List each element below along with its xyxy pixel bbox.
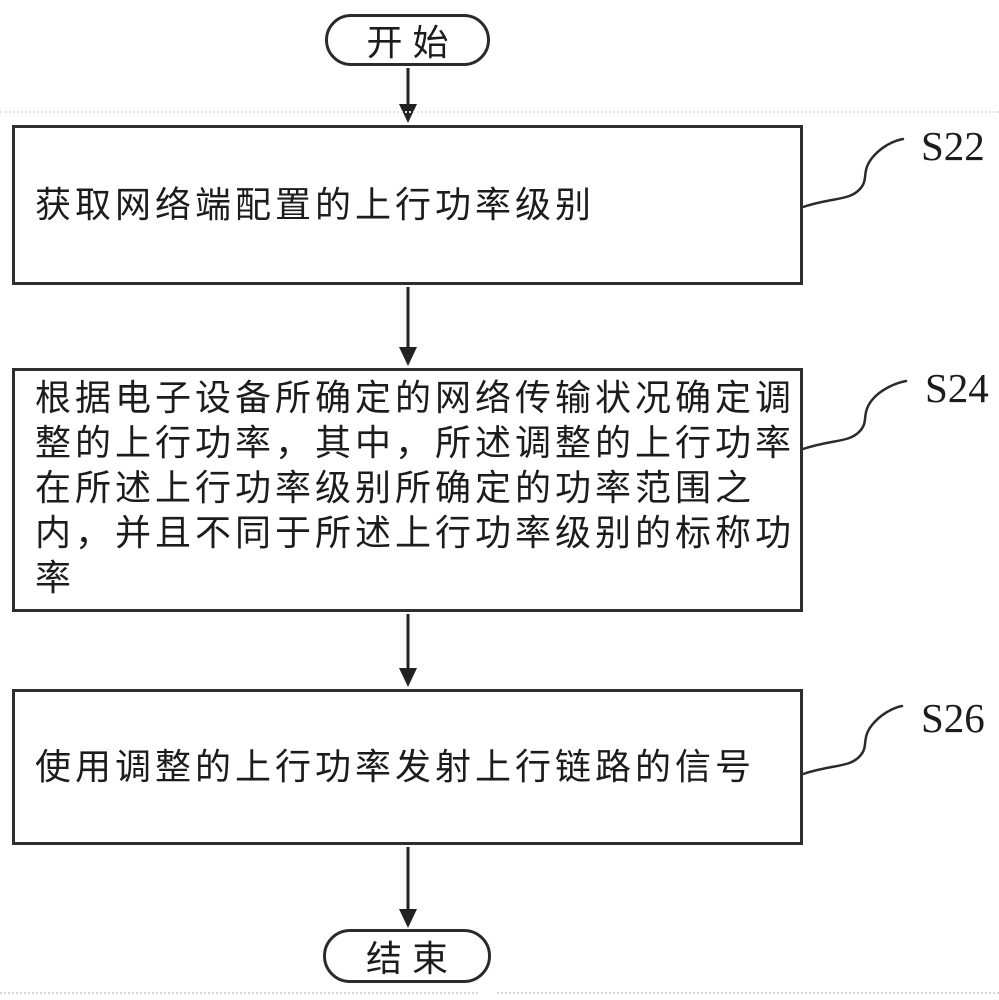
- leader-line-s26: [801, 704, 904, 776]
- step-text-s24-line5: 率: [35, 558, 76, 598]
- step-box-s24: 根据电子设备所确定的网络传输状况确定调 整的上行功率，其中，所述调整的上行功率 …: [12, 368, 803, 612]
- scan-artifact-line-top: [0, 111, 999, 113]
- end-terminal: 结束: [323, 929, 491, 983]
- leader-line-s24: [801, 379, 908, 451]
- start-label: 开始: [366, 23, 459, 63]
- step-label-s24: S24: [925, 365, 989, 411]
- step-text-s26: 使用调整的上行功率发射上行链路的信号: [35, 746, 756, 787]
- step-text-s22: 获取网络端配置的上行功率级别: [35, 184, 596, 225]
- step-text-s24: 根据电子设备所确定的网络传输状况确定调 整的上行功率，其中，所述调整的上行功率 …: [15, 371, 800, 601]
- arrow-box2-to-box3: [399, 614, 417, 687]
- scan-artifact-line-bottom-right: [497, 992, 999, 994]
- arrow-box3-to-end: [399, 847, 417, 928]
- arrow-box1-to-box2: [399, 287, 417, 366]
- step-text-s24-line1: 根据电子设备所确定的网络传输状况确定调: [35, 378, 796, 418]
- leader-line-s22: [801, 137, 905, 209]
- step-text-s24-line3: 在所述上行功率级别所确定的功率范围之: [35, 468, 756, 508]
- step-label-s22: S22: [921, 123, 985, 169]
- step-text-s24-line4: 内，并且不同于所述上行功率级别的标称功: [35, 513, 796, 553]
- step-text-s24-line2: 整的上行功率，其中，所述调整的上行功率: [35, 423, 796, 463]
- arrow-start-to-box1: [399, 68, 417, 123]
- start-terminal: 开始: [325, 14, 490, 66]
- step-box-s26: 使用调整的上行功率发射上行链路的信号: [12, 689, 803, 845]
- end-label: 结束: [365, 939, 458, 979]
- scan-artifact-line-bottom-left: [0, 992, 478, 994]
- step-box-s22: 获取网络端配置的上行功率级别: [12, 125, 803, 285]
- step-label-s26: S26: [921, 695, 985, 741]
